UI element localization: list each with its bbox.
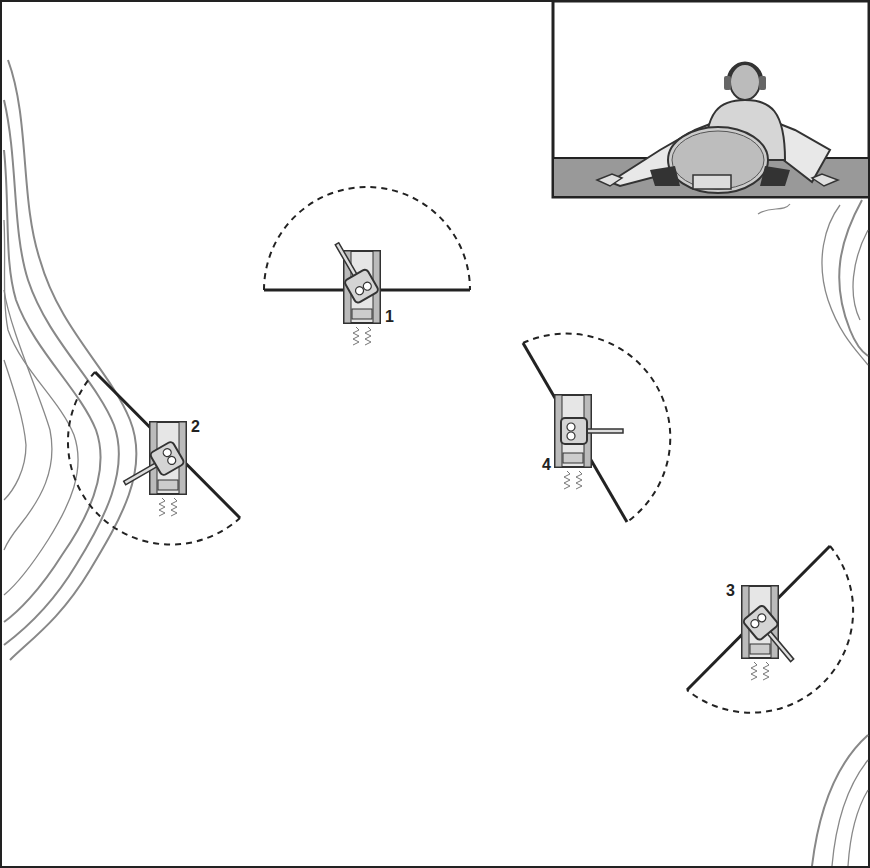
tank-symbol [555,395,623,489]
track-marks [171,498,177,516]
callout-number: 1 [384,308,395,326]
hatch [567,432,575,440]
hatch [749,618,760,629]
tank-hull [555,395,591,467]
track-marks [751,662,757,680]
track-marks [365,327,371,345]
track-marks [353,327,359,345]
tanks [118,237,802,680]
inset-panel [553,1,869,197]
tank-engine-deck [352,309,372,319]
turret-body [344,268,380,304]
tank-turret [118,441,185,495]
track-marks [159,498,165,516]
turret-body [561,418,587,444]
turret-body [742,604,779,641]
tank-turret [326,237,380,304]
turret-body [149,441,185,477]
track-marks [564,471,570,489]
tank-turret [561,418,623,444]
callout-number: 4 [541,456,552,474]
tank-symbol [742,586,802,680]
track-marks [576,471,582,489]
tank-symbol [118,422,186,516]
tank-gun [583,429,623,433]
callout-number: 3 [725,582,736,600]
tank-engine-deck [750,644,770,654]
hatch [362,281,373,292]
tank-hull [742,586,778,658]
tank-turret [742,604,802,668]
callout-number: 2 [190,418,201,436]
sectors-of-fire [68,187,853,713]
tank-engine-deck [563,453,583,463]
tank-hull [150,422,186,494]
tank-symbol [326,237,380,345]
terrain-contours [4,60,868,866]
tank-engine-deck [158,480,178,490]
track-marks [763,662,769,680]
hatch [567,423,575,431]
hatch [162,447,173,458]
